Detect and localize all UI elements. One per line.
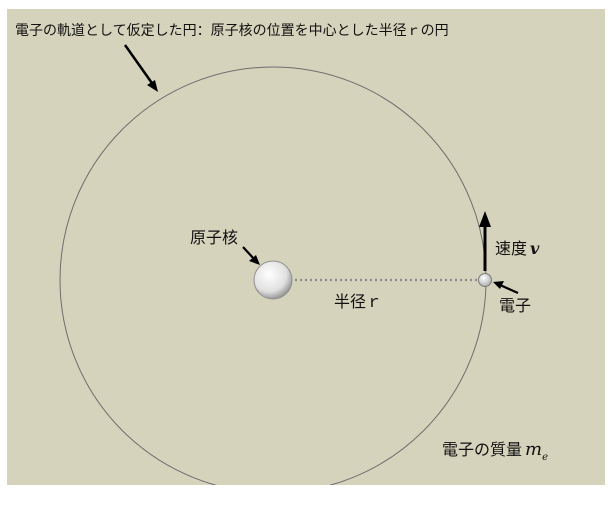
velocity-arrow (479, 211, 491, 271)
orbit-diagram: 電子の軌道として仮定した円：原子核の位置を中心とした半径ｒの円 原子核 半径ｒ … (15, 23, 548, 485)
nucleus-pointer-arrow (242, 246, 260, 265)
electron-pointer-arrow (493, 281, 519, 295)
diagram-canvas: 電子の軌道として仮定した円：原子核の位置を中心とした半径ｒの円 原子核 半径ｒ … (7, 9, 605, 485)
nucleus-sphere (253, 260, 293, 300)
title-pointer-arrow (123, 44, 158, 92)
electron-sphere (478, 273, 492, 287)
nucleus-label: 原子核 (190, 228, 238, 247)
electron-label: 電子 (499, 296, 531, 315)
radius-label: 半径ｒ (334, 292, 382, 311)
diagram-title: 電子の軌道として仮定した円：原子核の位置を中心とした半径ｒの円 (15, 23, 449, 39)
